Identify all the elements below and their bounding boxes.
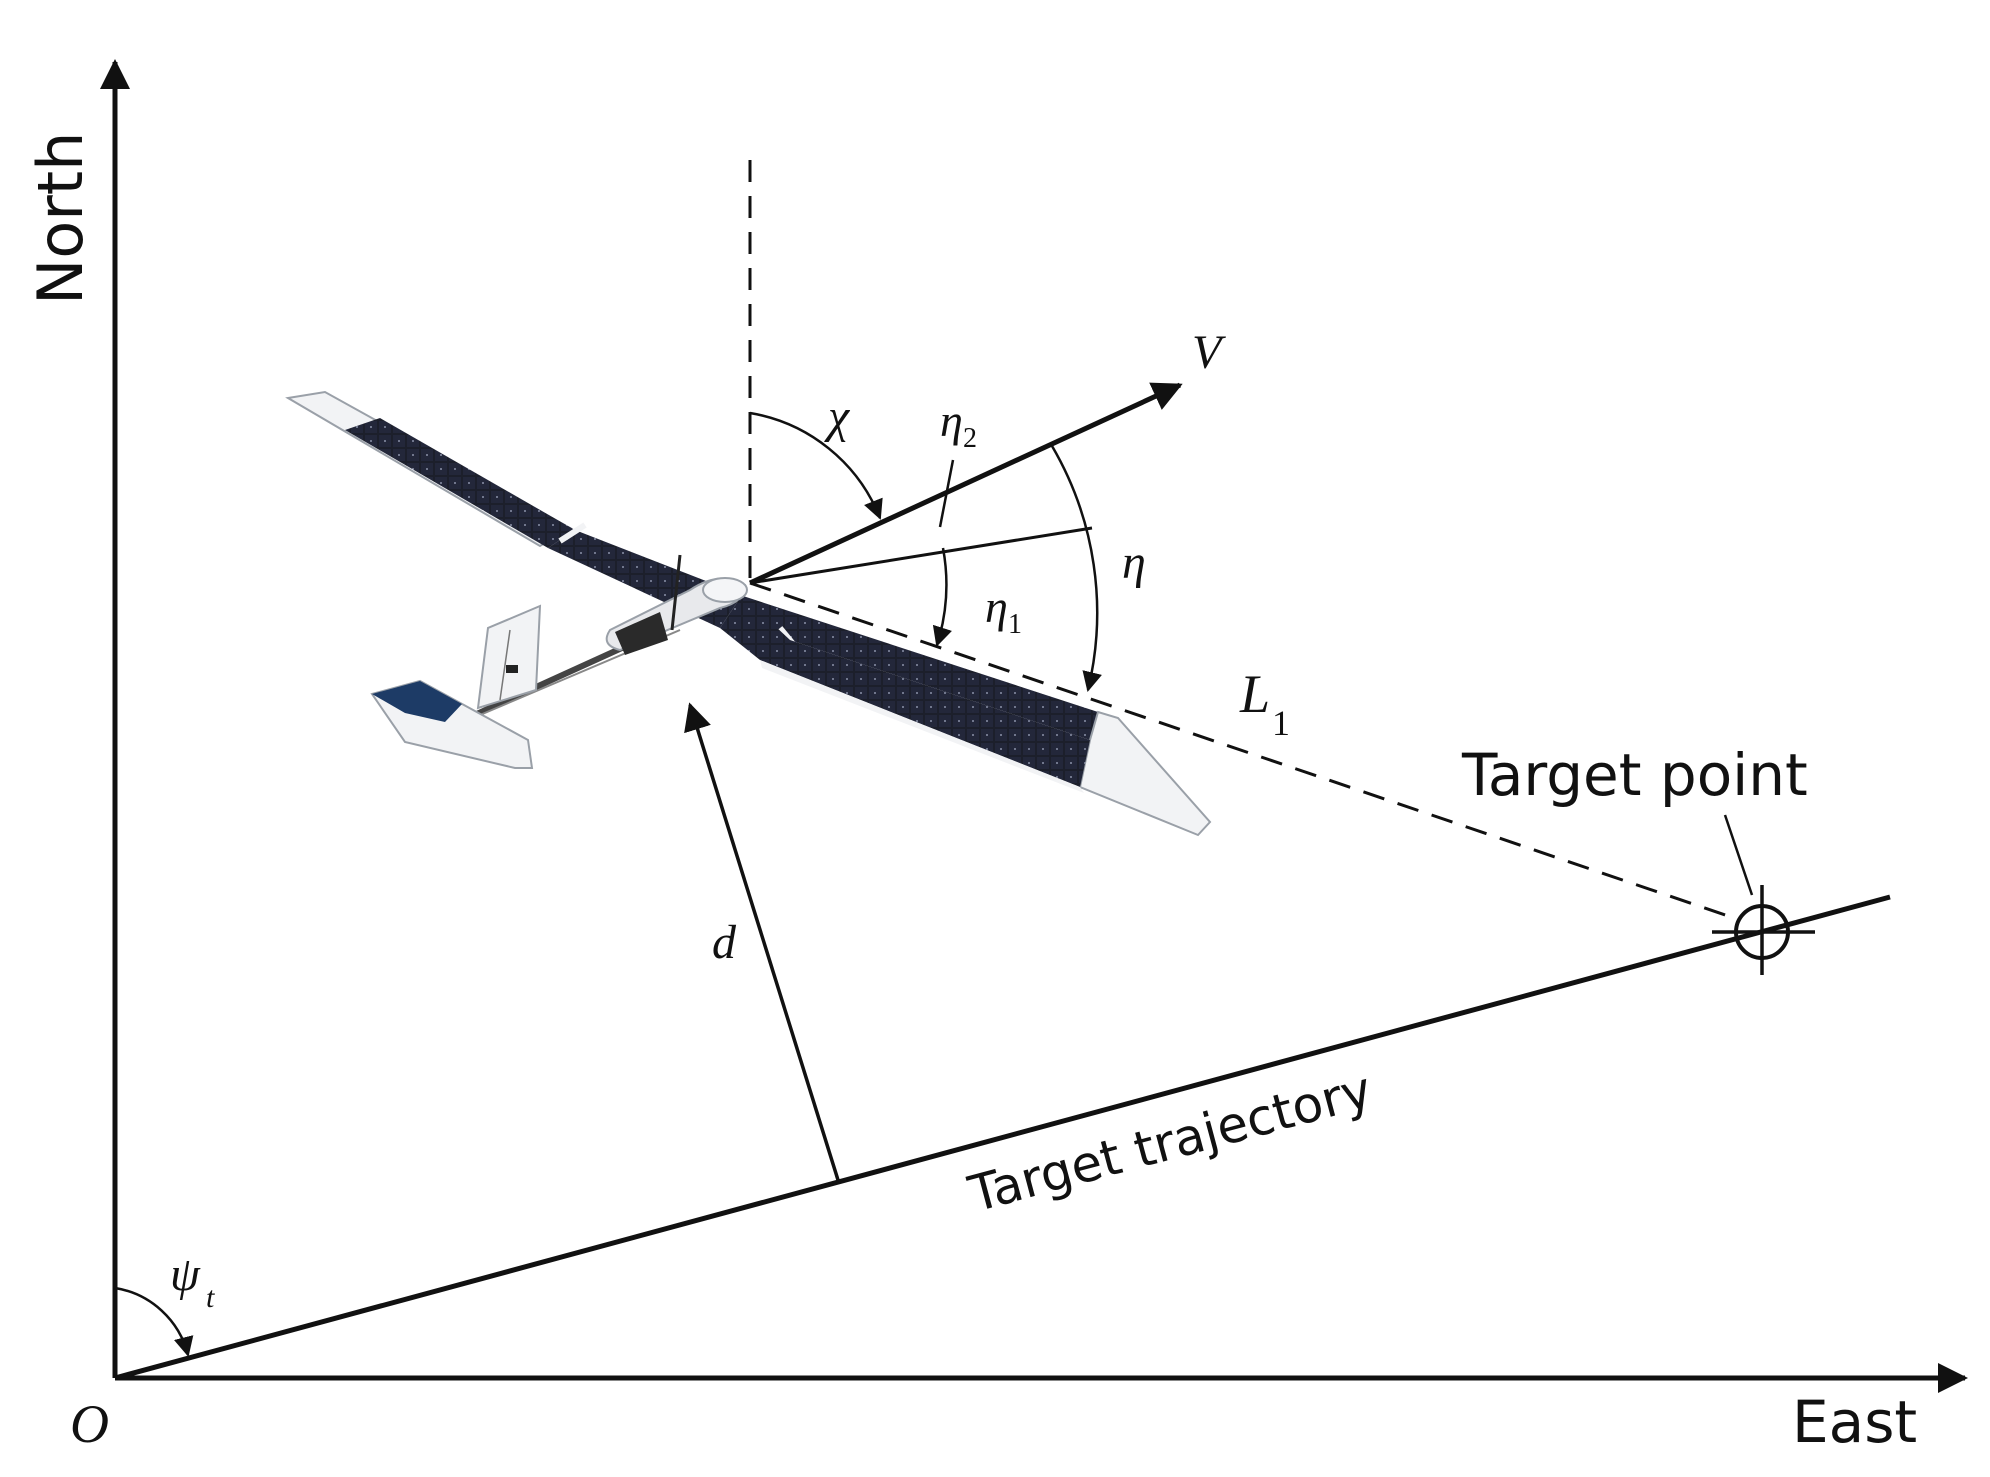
- chi-arc: [749, 411, 883, 520]
- eta2-label: η 2: [940, 395, 977, 454]
- d-label: d: [712, 916, 737, 969]
- eta1-label: η 1: [985, 581, 1022, 640]
- solar-uav-icon: [285, 390, 1212, 837]
- north-label: North: [24, 132, 97, 305]
- origin-label: O: [70, 1394, 109, 1454]
- svg-text:η: η: [940, 395, 963, 446]
- eta-arc: [1050, 445, 1102, 692]
- axes: [100, 59, 1968, 1393]
- svg-text:1: 1: [1272, 703, 1290, 743]
- target-trajectory-label: Target trajectory: [962, 1060, 1378, 1223]
- target-point-label: Target point: [1461, 741, 1808, 809]
- chi-label: χ: [824, 390, 851, 443]
- svg-text:2: 2: [963, 423, 977, 454]
- velocity-vector: [748, 382, 1183, 586]
- psi-t-arc: [114, 1286, 194, 1357]
- l1-line-dashed: [749, 581, 1741, 922]
- l1-label: L 1: [1239, 664, 1290, 743]
- crosshair-circle-icon: [1712, 885, 1815, 975]
- intermediate-direction-line: [749, 526, 1093, 585]
- svg-text:L: L: [1239, 664, 1270, 724]
- d-vector: [684, 702, 840, 1181]
- svg-text:t: t: [206, 1281, 215, 1314]
- psi-t-label: ψ t: [170, 1248, 215, 1314]
- eta-label: η: [1122, 536, 1146, 589]
- eta1-arc: [932, 547, 952, 647]
- svg-text:1: 1: [1008, 609, 1022, 640]
- target-trajectory-line: [114, 894, 1891, 1381]
- eta2-leader: [938, 459, 955, 528]
- east-label: East: [1792, 1388, 1917, 1456]
- svg-text:ψ: ψ: [170, 1248, 201, 1301]
- velocity-label: V: [1192, 326, 1226, 379]
- target-point-leader: [1723, 814, 1754, 896]
- svg-text:η: η: [985, 581, 1008, 632]
